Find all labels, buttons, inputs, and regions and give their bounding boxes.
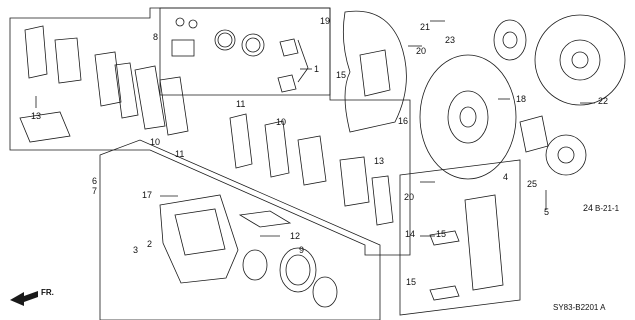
reference-code: SY83-B2201 A xyxy=(553,303,606,312)
section-ref: B-21-1 xyxy=(595,204,620,213)
callout-13-middle: 13 xyxy=(374,156,385,166)
seal-kit-panel xyxy=(159,7,331,96)
callout-14: 14 xyxy=(405,229,416,239)
callout-25: 21 xyxy=(420,22,431,32)
callout-9: 9 xyxy=(299,245,305,255)
callout-27: 23 xyxy=(445,35,456,45)
callout-24: 20 xyxy=(416,46,427,56)
caliper-panel xyxy=(99,139,381,320)
pad-set-panel xyxy=(9,7,411,256)
callout-8: 8 xyxy=(153,32,159,42)
front-direction-arrow xyxy=(10,291,38,306)
callout-18: 15 xyxy=(336,70,347,80)
callout-13-upper: 13 xyxy=(31,111,42,121)
caliper-body-shape xyxy=(159,194,239,284)
callout-6: 6 xyxy=(92,176,98,186)
brake-pad-group-upper xyxy=(24,25,189,136)
callout-19: 20 xyxy=(404,192,415,202)
callout-23: 19 xyxy=(320,16,331,26)
callout-11-upper: 11 xyxy=(175,149,185,159)
shim-pack xyxy=(19,111,71,143)
callout-11-middle: 11 xyxy=(236,99,246,109)
callout-17: 18 xyxy=(516,94,527,104)
disc-b xyxy=(534,14,626,106)
brake-pad-group-middle xyxy=(229,113,394,226)
bracket-panel xyxy=(399,159,521,316)
callout-21: 24 xyxy=(583,203,594,213)
callout-5: 5 xyxy=(544,207,550,217)
callout-26: 22 xyxy=(598,96,609,106)
hub-upper xyxy=(493,19,527,61)
callout-15-upper: 15 xyxy=(436,229,447,239)
front-direction-label: FR. xyxy=(41,288,54,297)
callout-12: 12 xyxy=(290,231,301,241)
callout-7: 7 xyxy=(92,186,98,196)
callout-2: 2 xyxy=(147,239,153,249)
callout-4: 4 xyxy=(503,172,509,182)
callout-1: 1 xyxy=(314,64,320,74)
callout-22: 25 xyxy=(527,179,538,189)
callout-10-upper: 10 xyxy=(150,137,161,147)
callout-15-lower: 15 xyxy=(406,277,417,287)
dust-shield-shape xyxy=(342,10,407,133)
callout-10-middle: 10 xyxy=(276,117,287,127)
hub-lower xyxy=(519,115,587,176)
disc-a xyxy=(419,54,517,180)
callout-20: 16 xyxy=(398,116,409,126)
callout-16: 17 xyxy=(142,190,153,200)
callout-3: 3 xyxy=(133,245,139,255)
